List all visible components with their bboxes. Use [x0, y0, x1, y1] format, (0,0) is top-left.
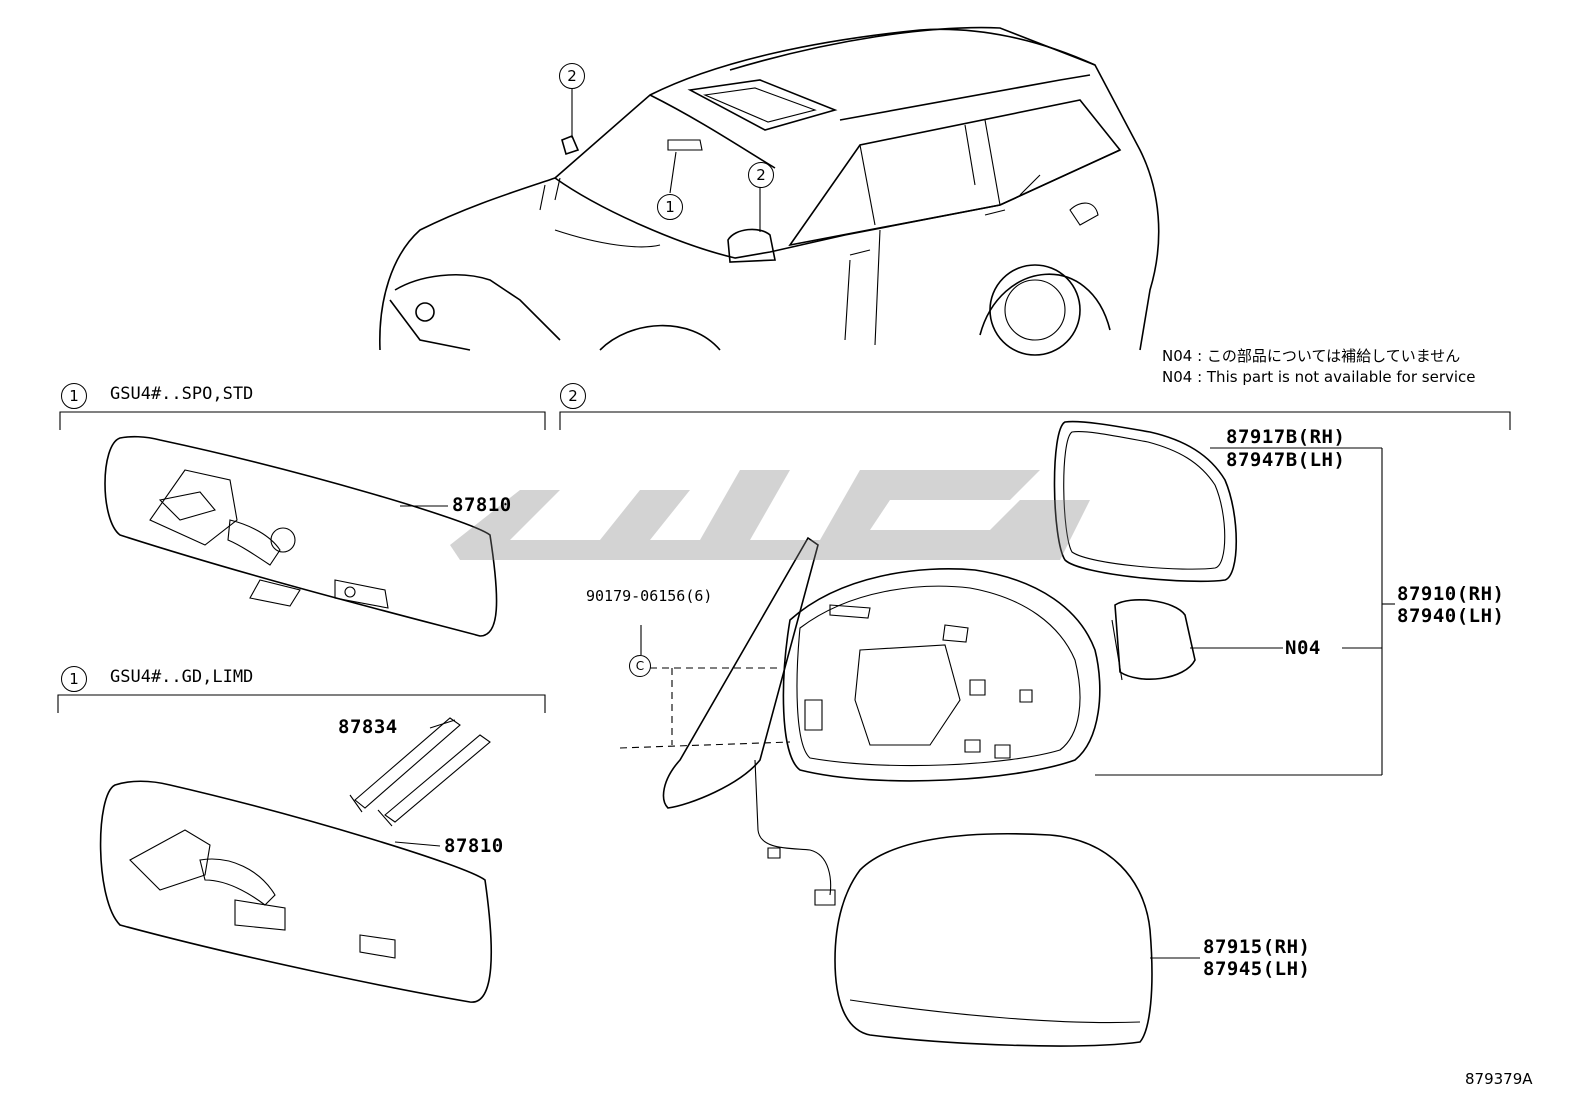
part-87810-gd[interactable]: 87810: [444, 835, 504, 857]
section-1b-title: GSU4#..GD,LIMD: [110, 667, 254, 687]
vehicle-callout-2-left: 2: [559, 63, 585, 89]
watermark-graphic: [450, 470, 1090, 560]
section-2-callout: 2: [560, 383, 586, 409]
outer-mirror-drawing: [662, 420, 1283, 1047]
part-87940-lh[interactable]: 87940(LH): [1397, 605, 1505, 627]
vehicle-callout-1: 1: [657, 194, 683, 220]
bolt-mark: C: [629, 655, 651, 677]
part-87915-rh[interactable]: 87915(RH): [1203, 936, 1311, 958]
part-87947b-lh[interactable]: 87947B(LH): [1226, 449, 1346, 471]
section-1a-title: GSU4#..SPO,STD: [110, 384, 254, 404]
vehicle-illustration: [379, 26, 1160, 356]
diagram-id: 879379A: [1465, 1070, 1533, 1088]
vehicle-callout-2-right: 2: [748, 162, 774, 188]
part-87945-lh[interactable]: 87945(LH): [1203, 958, 1311, 980]
part-87810-std[interactable]: 87810: [452, 494, 512, 516]
part-bolt[interactable]: 90179-06156(6): [586, 587, 713, 605]
part-87834[interactable]: 87834: [338, 716, 398, 738]
inner-mirror-std-drawing: [104, 435, 498, 637]
part-87917b-rh[interactable]: 87917B(RH): [1226, 426, 1346, 448]
part-87910-rh[interactable]: 87910(RH): [1397, 583, 1505, 605]
section-1a-callout: 1: [61, 383, 87, 409]
note-n04-en: N04 : This part is not available for ser…: [1162, 368, 1476, 386]
note-n04-jp: N04 : この部品については補給していません: [1162, 347, 1461, 365]
part-n04[interactable]: N04: [1285, 637, 1321, 659]
section-1b-callout: 1: [61, 666, 87, 692]
inner-mirror-gd-drawing: [99, 717, 493, 1003]
